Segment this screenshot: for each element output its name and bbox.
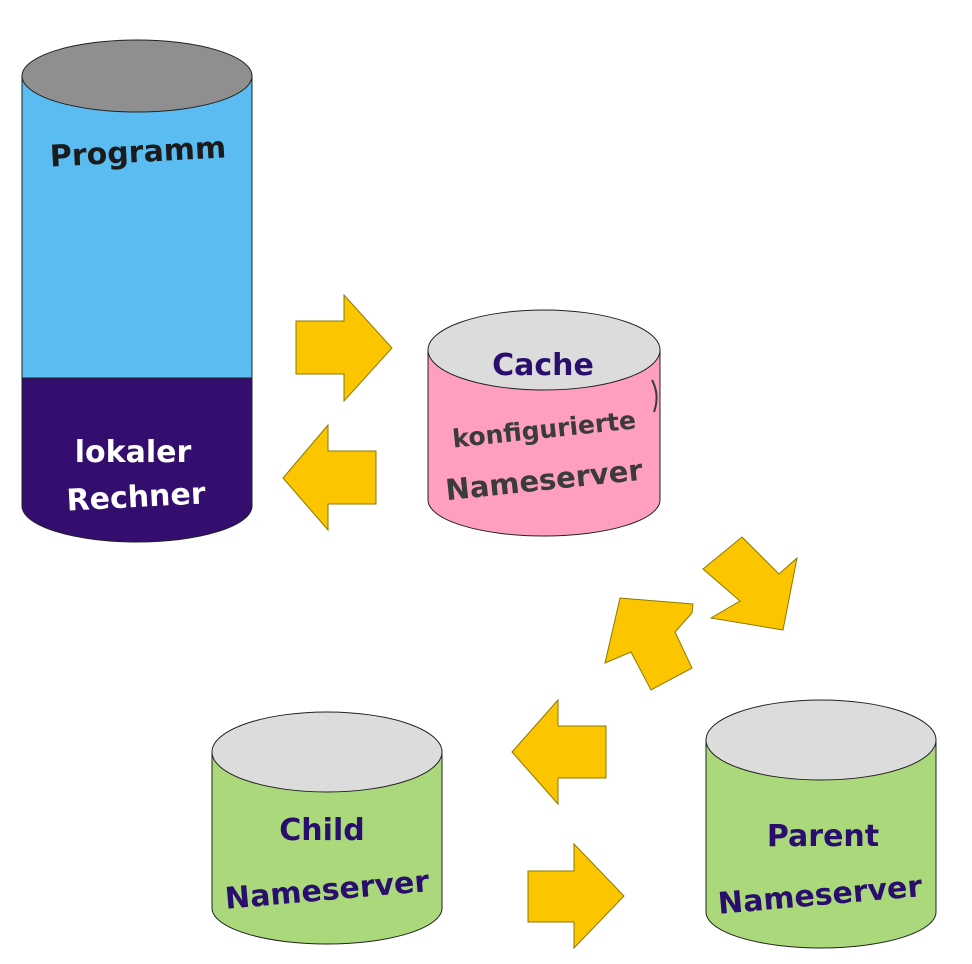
arrows — [282, 293, 798, 950]
rechner-label: Rechner — [66, 476, 207, 518]
child-nameserver-lid — [211, 711, 443, 793]
configured-nameserver-body — [427, 349, 661, 537]
arrow-configured-to-parent — [702, 536, 798, 631]
arrow-parent-to-configured — [604, 597, 694, 691]
configured-nameserver-lid — [427, 309, 661, 391]
parent-nameserver-body — [705, 739, 937, 949]
local-machine-body — [21, 75, 253, 379]
arrow-configured-to-local — [282, 423, 377, 532]
local-machine-base — [21, 377, 253, 543]
child-label: Child — [279, 813, 364, 848]
child-nameserver-cylinder: Child Nameserver — [211, 711, 443, 945]
local-machine-cylinder: Programm lokaler Rechner — [21, 39, 253, 543]
parent-nameserver-cylinder: Parent Nameserver — [705, 699, 937, 949]
local-machine-lid — [21, 39, 253, 113]
parent-nameserver-lid — [705, 699, 937, 781]
cache-label: Cache — [492, 348, 594, 383]
arrow-local-to-configured — [295, 293, 393, 403]
child-nameserver-body — [211, 751, 443, 945]
lokaler-label: lokaler — [75, 435, 192, 470]
parent-label: Parent — [767, 819, 879, 854]
arrow-to-child — [511, 698, 607, 806]
arrow-child-to-parent — [527, 842, 625, 950]
configured-nameserver-cylinder: Cache konfigurierte Nameserver — [427, 309, 661, 537]
accent-mark — [651, 379, 658, 413]
